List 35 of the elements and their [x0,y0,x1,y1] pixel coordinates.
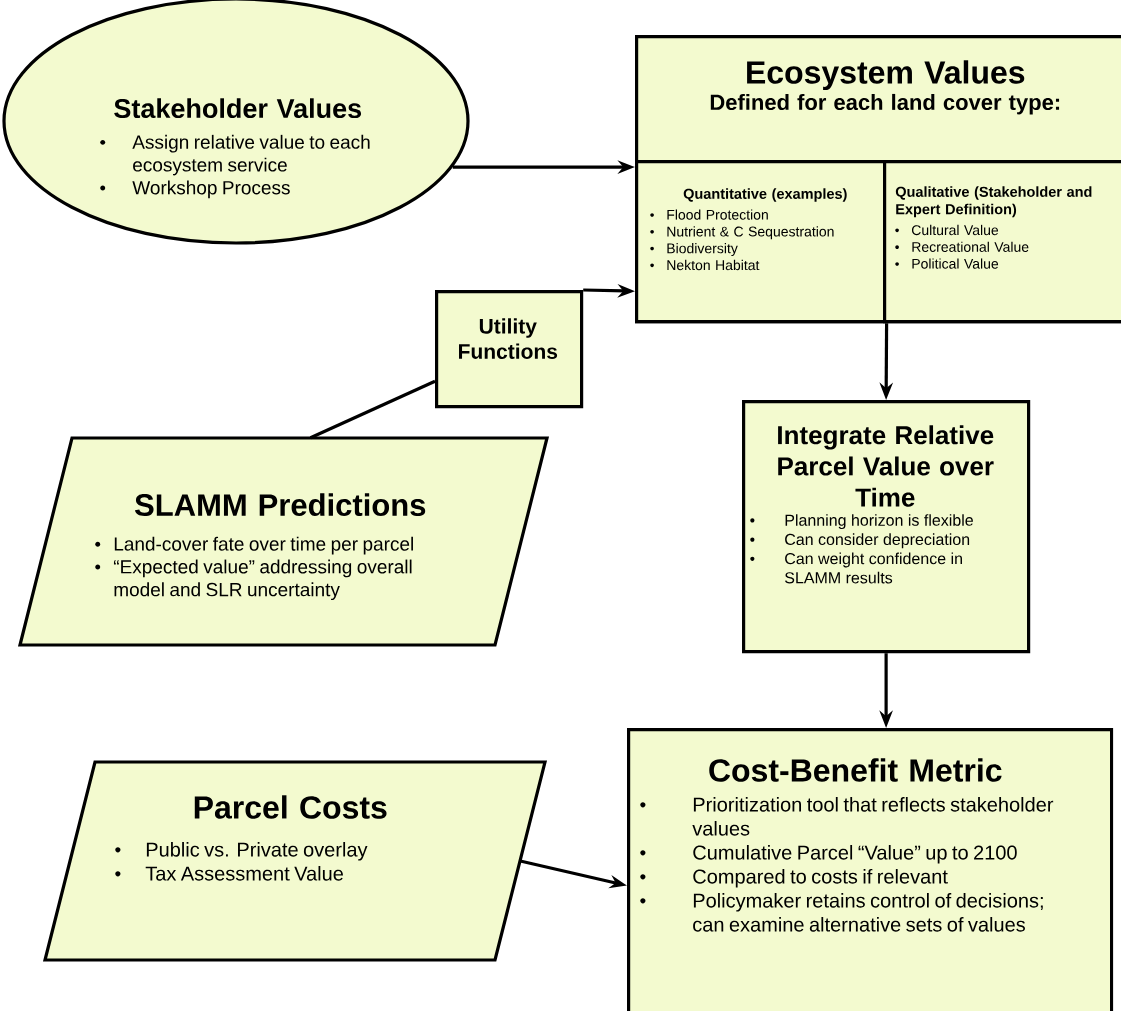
node-title: Parcel Costs [194,795,387,819]
bullet-item: Biodiversity [650,243,738,257]
process-box [435,290,584,409]
process-box [627,728,1114,1011]
bullet-item: Workshop Process [100,180,290,199]
connector-line [309,379,436,440]
bullet-item: “Expected value” addressing overall model and SLR uncertainty [95,559,412,601]
bullet-item: Cultural Value [895,224,999,236]
node-title: Qualitative (Stakeholder and Expert Definition) [895,186,1092,218]
bullet-item: Recreational Value [895,241,1029,252]
bullet-item: Public vs. Private overlay [115,841,368,861]
node-title: SLAMM Predictions [134,493,426,517]
node-title: Cost-Benefit Metric [709,758,1002,782]
bullet-item: Nutrient & C Sequestration [650,226,834,240]
bullet-item: Political Value [895,258,999,269]
bullet-item: Nekton Habitat [650,259,760,271]
bullet-item: Land-cover fate over time per parcel [95,536,413,555]
bullet-item: Flood Protection [650,209,768,220]
bullet-item: Assign relative value to each ecosystem service [100,134,370,176]
bullet-item: Planning horizon is flexible [750,514,973,530]
panel-box [883,160,1121,324]
node-title: Utility Functions [459,318,558,359]
process-box [742,400,1031,654]
bullet-item: Can weight confidence in SLAMM results [750,552,962,584]
bullet-item: Cumulative Parcel “Value” up to 2100 [640,844,1017,864]
bullet-item: Tax Assessment Value [115,865,343,881]
bullet-item: Compared to costs if relevant [640,868,948,888]
node-title: Ecosystem Values [747,60,1025,91]
node-title: Quantitative (examples) [683,188,847,202]
bullet-item: Policymaker retains control of decisions; can examine alternative sets of values [640,892,1043,932]
node-title: Defined for each land cover type: [710,93,1060,115]
node-title: Integrate Relative Parcel Value over Time [778,425,994,507]
bullet-item: Prioritization tool that reflects stakeholder values [640,796,1054,836]
bullet-item: Can consider depreciation [750,533,970,549]
node-title: Stakeholder Values [114,98,362,119]
